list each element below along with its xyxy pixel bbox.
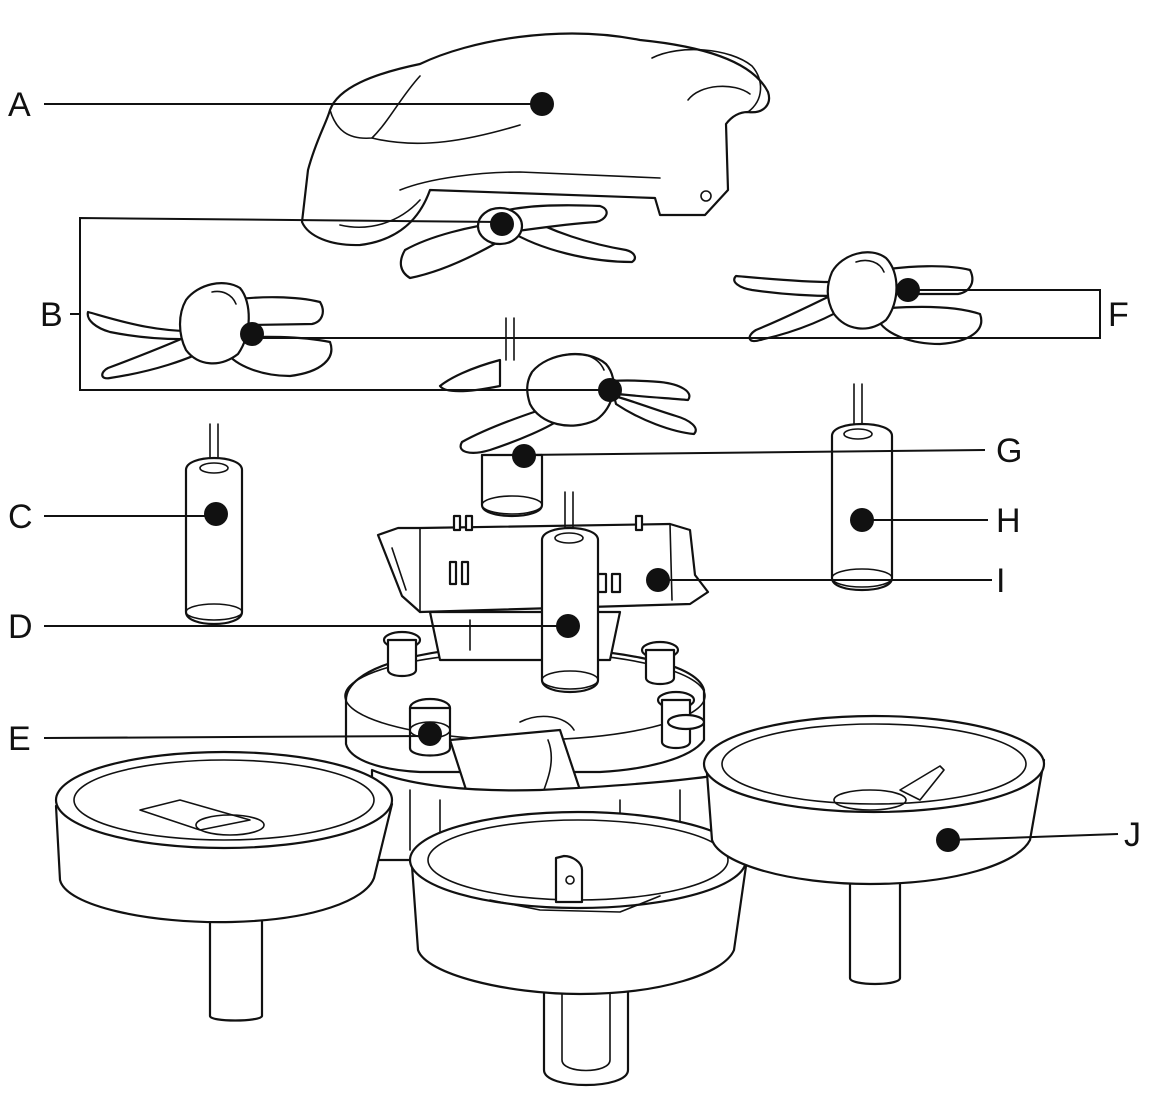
callout-dots (204, 92, 960, 852)
callout-dot-d (556, 614, 580, 638)
callout-label-e: E (8, 720, 31, 758)
callout-label-h: H (996, 502, 1021, 540)
callout-dot-h (850, 508, 874, 532)
callout-labels: A B C D E F G H I J (8, 86, 1141, 854)
callout-label-c: C (8, 498, 33, 536)
leader-bracket-f (252, 289, 1101, 339)
callout-dot-b-center (598, 378, 622, 402)
callout-dot-i (646, 568, 670, 592)
motor-front (540, 491, 600, 694)
callout-label-i: I (996, 562, 1005, 600)
callout-label-f: F (1108, 296, 1129, 334)
callout-dot-j (936, 828, 960, 852)
callout-label-d: D (8, 608, 33, 646)
callout-dot-f (896, 278, 920, 302)
standoffs (382, 630, 706, 750)
duct-left (54, 750, 394, 1022)
leader-line-j (947, 833, 1119, 841)
callout-label-a: A (8, 86, 31, 124)
callout-label-b: B (40, 296, 63, 334)
leader-bracket-b (79, 216, 610, 391)
propeller-under-canopy (399, 204, 636, 280)
callout-dot-c (204, 502, 228, 526)
callout-dot-b-left (240, 322, 264, 346)
duct-right (702, 714, 1046, 986)
motor-left (184, 423, 244, 626)
callout-label-g: G (996, 432, 1022, 470)
propeller-right (733, 251, 983, 346)
callout-dot-a (530, 92, 554, 116)
callout-label-j: J (1124, 816, 1141, 854)
canopy-part (300, 32, 771, 247)
duct-center (408, 810, 748, 1087)
callout-dot-b-top (490, 212, 514, 236)
leader-lines (43, 103, 1119, 841)
motor-center (480, 453, 544, 518)
leader-line-g (521, 449, 986, 456)
propeller-left (86, 282, 333, 380)
callout-dot-g (512, 444, 536, 468)
motor-right (830, 383, 894, 592)
leader-line-e (43, 735, 429, 739)
propeller-center (438, 317, 697, 454)
callout-dot-e (418, 722, 442, 746)
